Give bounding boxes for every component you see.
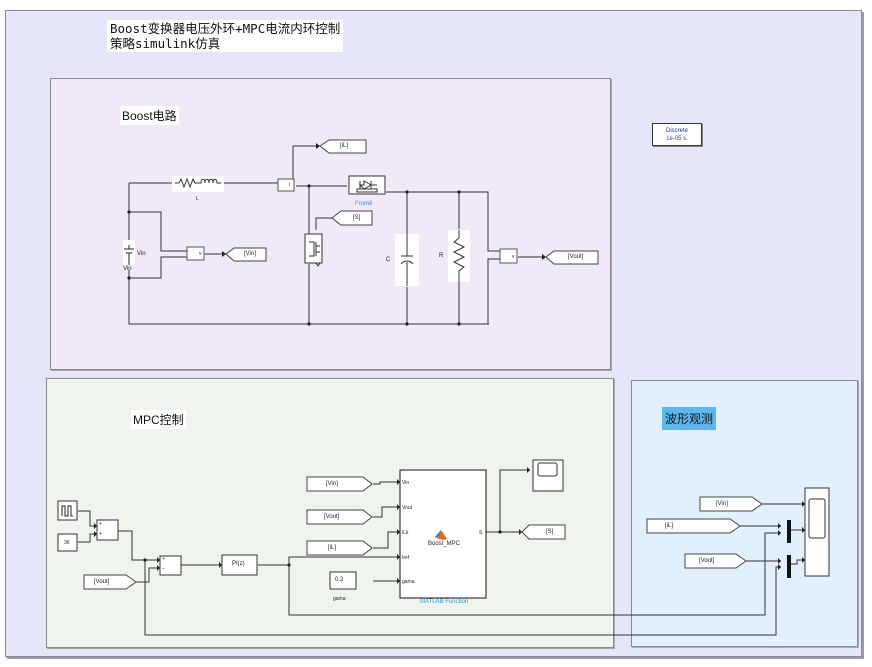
sum1-sign-1: +: [99, 521, 102, 527]
area-mpc-label: MPC控制: [131, 410, 186, 429]
fcn-output-s: S: [479, 530, 483, 536]
from-vin-scope[interactable]: [Vin]: [716, 501, 728, 507]
fcn-name: Boost_MPC: [428, 541, 461, 547]
sum2-block: [159, 555, 182, 576]
diode-name: From8: [355, 201, 373, 207]
wire-vin-pos: [129, 211, 187, 252]
from-vout-shape: [306, 509, 373, 525]
vm-vin-label: v: [199, 251, 202, 257]
area-waveform-label: 波形观测: [662, 407, 717, 430]
from-il-scope[interactable]: [iL]: [665, 523, 674, 529]
wire-bottom-rail: [128, 270, 489, 325]
gama-label: gama: [333, 596, 346, 602]
solver-mode: Discrete: [665, 128, 688, 134]
goto-s[interactable]: [S]: [353, 215, 361, 221]
from-il[interactable]: [iL]: [328, 545, 337, 551]
from-il-shape: [306, 540, 373, 556]
vm-vout-label: v: [512, 254, 515, 260]
goto-vin[interactable]: [Vin]: [244, 251, 256, 257]
fcn-input-gama: gama: [402, 579, 415, 585]
im-label: i: [289, 182, 291, 188]
source-name: Vin: [123, 266, 132, 272]
wire-pi-to-mux1: [288, 532, 781, 616]
wire-vin-neg: [129, 256, 187, 279]
capacitor-label: C: [386, 257, 391, 263]
current-measurement-block: [277, 178, 295, 192]
from-il-scope-shape: [646, 518, 741, 534]
area-boost-circuit[interactable]: [50, 78, 611, 370]
fcn-caption: MATLAB Function: [420, 599, 469, 605]
goto-s-mpc-shape: [521, 524, 566, 540]
goto-il[interactable]: [iL]: [340, 143, 349, 149]
area-boost-label: Boost电路: [120, 106, 179, 125]
title-line-1: Boost变换器电压外环+MPC电流内环控制: [110, 21, 341, 36]
wire-out-top: [386, 191, 500, 252]
resistor-block: [448, 230, 470, 283]
sum1-block: [96, 519, 119, 541]
fcn-input-ilk: iLk: [402, 530, 409, 536]
from-vin-shape: [306, 476, 373, 492]
goto-s-mpc[interactable]: [S]: [546, 529, 554, 535]
gama-constant-block: [329, 571, 357, 590]
goto-vout[interactable]: [Vout]: [568, 254, 584, 260]
inductor-label: L: [196, 196, 199, 202]
goto-vin-shape: [225, 247, 267, 262]
from-vin[interactable]: [Vin]: [326, 481, 338, 487]
from-vout-scope-shape: [684, 553, 747, 569]
sum2-sign-1: +: [162, 556, 165, 562]
inductor-block: [172, 176, 224, 192]
diode-block: [348, 175, 386, 195]
solver-step: 1e-05 s.: [666, 136, 688, 142]
goto-s-shape: [331, 210, 373, 226]
wire-im-to-goto-iL: [292, 145, 316, 180]
goto-il-shape: [319, 139, 367, 154]
goto-vout-shape: [545, 250, 599, 265]
dc-voltage-source: [123, 240, 135, 265]
powergui-solver-block[interactable]: Discrete 1e-05 s.: [652, 123, 702, 146]
fcn-input-vin: Vin: [402, 480, 410, 486]
gama-value[interactable]: 0.2: [335, 577, 344, 583]
constant-36-value[interactable]: 36: [64, 540, 70, 546]
pi-label[interactable]: PI(z): [232, 561, 245, 567]
fcn-input-iref: Iref: [402, 555, 410, 561]
voltage-measurement-vin: [186, 246, 205, 261]
title-annotation[interactable]: Boost变换器电压外环+MPC电流内环控制 策略simulink仿真: [107, 20, 344, 52]
mosfet-switch: [304, 233, 323, 267]
sum2-sign-2: −: [162, 566, 165, 572]
voltage-measurement-vout: [499, 248, 518, 264]
from-vout-ref[interactable]: [Vout]: [94, 579, 110, 585]
source-label: Vin: [137, 251, 146, 257]
fcn-input-vout: Vout: [402, 505, 413, 511]
title-line-2: 策略simulink仿真: [110, 36, 221, 51]
resistor-label: R: [439, 253, 444, 259]
wire-out-bottom: [487, 258, 500, 324]
from-vout-ref-shape: [83, 574, 137, 590]
pi-controller-block: [221, 554, 258, 576]
from-vin-scope-shape: [699, 496, 763, 512]
constant-36-block: [57, 533, 78, 552]
from-vout[interactable]: [Vout]: [324, 514, 340, 520]
from-vout-scope[interactable]: [Vout]: [699, 558, 715, 564]
wire-ref-to-mux2: [144, 560, 781, 636]
mux2-block: [787, 555, 791, 578]
mux1-block: [787, 520, 791, 543]
wire-gate-S: [315, 217, 332, 230]
sum1-sign-2: +: [99, 531, 102, 537]
capacitor-block: [395, 234, 419, 286]
